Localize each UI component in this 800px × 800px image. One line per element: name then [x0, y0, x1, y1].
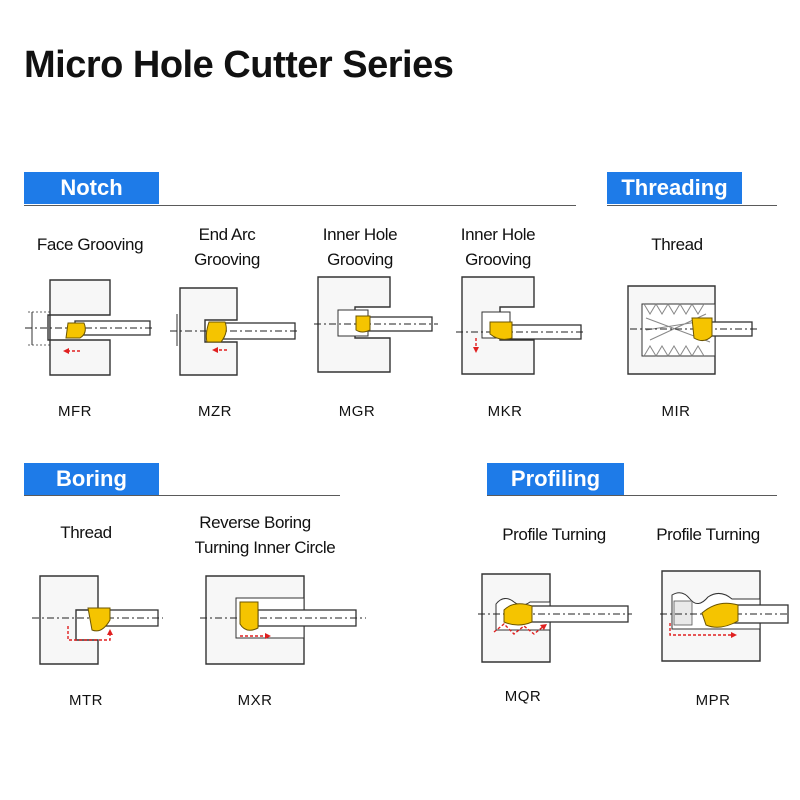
mpr-diagram — [660, 570, 789, 662]
mkr-code: MKR — [487, 403, 523, 420]
mqr-code: MQR — [504, 688, 542, 705]
mtr-diagram — [32, 575, 163, 665]
mxr-diagram — [200, 575, 366, 665]
mgr-code: MGR — [338, 403, 376, 420]
threading-section-tab: Threading — [607, 172, 742, 204]
mqr-diagram — [478, 573, 632, 663]
mir-diagram — [627, 285, 758, 375]
mzr-diagram — [170, 287, 297, 376]
mzr-name-line2: Grooving — [194, 250, 260, 269]
mtr-code: MTR — [69, 692, 103, 709]
mxr-code: MXR — [237, 692, 273, 709]
profiling-section-tab: Profiling — [487, 463, 624, 495]
notch-section-rule — [24, 205, 576, 206]
boring-section-rule — [24, 495, 340, 496]
mfr-code: MFR — [58, 403, 92, 420]
mpr-code: MPR — [695, 692, 731, 709]
mfr-name: Face Grooving — [36, 235, 144, 254]
mgr-name-line1: Inner Hole — [322, 225, 398, 244]
mzr-name-line1: End Arc — [198, 225, 256, 244]
boring-section-tab: Boring — [24, 463, 159, 495]
mir-code: MIR — [661, 403, 691, 420]
mir-name: Thread — [651, 235, 703, 254]
mzr-code: MZR — [198, 403, 232, 420]
page-title: Micro Hole Cutter Series — [24, 44, 454, 86]
mfr-diagram — [25, 279, 155, 376]
threading-section-rule — [607, 205, 777, 206]
profiling-section-rule — [487, 495, 777, 496]
mkr-name-line2: Grooving — [465, 250, 531, 269]
mqr-name: Profile Turning — [502, 525, 606, 544]
mkr-diagram — [456, 276, 584, 375]
mgr-diagram — [314, 276, 438, 373]
mkr-name-line1: Inner Hole — [460, 225, 536, 244]
notch-section-tab: Notch — [24, 172, 159, 204]
mxr-name-line1: Reverse Boring — [199, 513, 311, 532]
mpr-name: Profile Turning — [656, 525, 760, 544]
mgr-name-line2: Grooving — [327, 250, 393, 269]
mxr-name-line2: Turning Inner Circle — [194, 538, 336, 557]
mtr-name: Thread — [60, 523, 112, 542]
